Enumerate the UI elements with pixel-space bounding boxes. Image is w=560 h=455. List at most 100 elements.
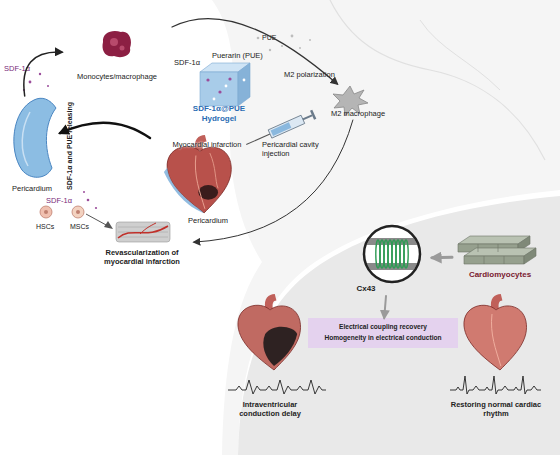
sdf-dots: [29, 81, 32, 84]
gap-junction-zoom: [364, 238, 420, 270]
node-text: Cardiomyocytes: [452, 270, 548, 280]
revascularized-tissue: [118, 227, 168, 228]
hydrogel-cube: [243, 79, 246, 82]
healthy-heart: [491, 314, 500, 366]
revascularized-tissue: [118, 237, 168, 238]
monocyte-cell: [102, 31, 131, 57]
cardiomyocyte-fibers: [498, 244, 499, 252]
hydrogel-cube: [200, 63, 250, 106]
sdf-dots: [47, 85, 49, 87]
heart-node: Restoring normal cardiac rhythm: [444, 292, 548, 426]
infarcted-heart: [167, 147, 231, 213]
stem-cells: [86, 214, 108, 226]
cell-node: Monocytes/macrophage: [62, 26, 172, 84]
pue-dots: [299, 47, 301, 49]
revascularized-tissue: [140, 223, 156, 234]
node-text: Puerarin (PUE): [212, 51, 272, 60]
gap-junction-zoom: [364, 226, 420, 282]
sdf-dots: [87, 199, 90, 202]
stem-cells: [76, 210, 80, 214]
pue-dots: [269, 49, 271, 51]
node-text: Restoring normal cardiac rhythm: [444, 400, 548, 418]
stem-cells: [72, 206, 84, 218]
monocyte-cell: [110, 38, 118, 46]
sdf-dots: [39, 73, 41, 75]
ecg-trace: [450, 376, 541, 394]
cardiomyocyte-fibers: [504, 256, 505, 264]
connector-arrow: [60, 123, 150, 138]
background-shape: [212, 0, 560, 455]
text-label: SDF-1α and PUE releasing: [66, 102, 74, 190]
pue-dots: [257, 35, 311, 52]
background-shape: [420, 20, 500, 90]
syringe: [303, 115, 312, 119]
node-text: Monocytes/macrophage: [62, 72, 172, 81]
revascularized-tissue: [116, 222, 170, 242]
text-label: Pericardium: [188, 216, 228, 225]
sdf-dots: [83, 191, 85, 193]
text-label: Pericardial cavity injection: [262, 140, 328, 158]
pericardium-sac: [14, 98, 56, 177]
hydrogel-node: SDF-1αPuerarin (PUE)SDF-1α@PUE Hydrogel: [168, 48, 268, 128]
damaged-heart: [263, 327, 297, 366]
gap-junction-zoom: [404, 240, 408, 268]
cardiomyocyte-fibers: [458, 236, 530, 244]
monocyte-cell: [102, 31, 131, 57]
node-text: Pericardium: [4, 184, 60, 193]
hydrogel-cube: [206, 78, 209, 81]
text-label: SDF-1α: [4, 64, 30, 73]
stem-cells: [104, 221, 113, 229]
syringe: [310, 110, 316, 120]
text-label: PUE: [262, 34, 276, 42]
cardiomyocyte-fibers: [464, 256, 524, 264]
background-shape: [212, 0, 560, 455]
ecg-trace: [228, 380, 326, 394]
pue-dots: [257, 37, 260, 40]
node-text: Myocardial infarction: [172, 140, 242, 149]
stem-cells: [44, 210, 48, 214]
edge-label: M2 polarization: [284, 70, 335, 79]
cardiomyocyte-fibers: [464, 248, 536, 256]
ecg-trace: [228, 376, 541, 394]
pue-dots: [281, 45, 283, 47]
gap-junction-zoom: [364, 226, 420, 282]
text-label: MSCs: [70, 223, 89, 231]
syringe: [271, 122, 292, 136]
heart-node: Intraventricular conduction delay: [224, 292, 316, 426]
pericardium-sac: [22, 112, 30, 166]
result-box: Electrical coupling recoveryHomogeneity …: [308, 318, 458, 348]
tissue-node: Revascularization of myocardial infarcti…: [90, 222, 194, 268]
cell-node: M2 macrophage: [322, 84, 394, 120]
text-label: SDF-1α: [46, 196, 72, 205]
stem-cells: [40, 206, 52, 218]
hydrogel-cube: [200, 72, 238, 106]
cardiomyocyte-fibers: [458, 236, 536, 264]
heart-node: Myocardial infarction: [150, 130, 250, 216]
revascularized-tissue: [116, 222, 170, 242]
hydrogel-cube: [218, 90, 221, 93]
healthy-heart: [464, 294, 527, 370]
infarcted-heart: [195, 156, 205, 209]
node-text: Revascularization of myocardial infarcti…: [90, 248, 194, 266]
connector-arrow: [384, 296, 386, 318]
node-text: Homogeneity in electrical conduction: [308, 334, 458, 342]
infarcted-heart: [164, 168, 204, 213]
pericardium-sac: [14, 98, 56, 177]
cardiomyocyte-fibers: [478, 244, 479, 252]
node-text: SDF-1α: [174, 58, 210, 67]
damaged-heart: [238, 294, 301, 370]
syringe: [268, 115, 305, 138]
connector-arrow: [172, 19, 337, 84]
revascularized-tissue: [118, 226, 168, 238]
node-text: Electrical coupling recovery: [308, 323, 458, 331]
node-text: M2 macrophage: [322, 109, 394, 118]
monocyte-cell: [120, 46, 125, 51]
damaged-heart: [238, 305, 301, 370]
cardiomyocyte-fibers: [524, 248, 536, 264]
healthy-heart: [464, 305, 527, 370]
hydrogel-cube: [213, 98, 216, 101]
text-label: HSCs: [36, 223, 54, 231]
node-text: Intraventricular conduction delay: [224, 400, 316, 418]
pericardium-node: Pericardium: [4, 96, 60, 196]
connector-arrow: [24, 52, 62, 96]
